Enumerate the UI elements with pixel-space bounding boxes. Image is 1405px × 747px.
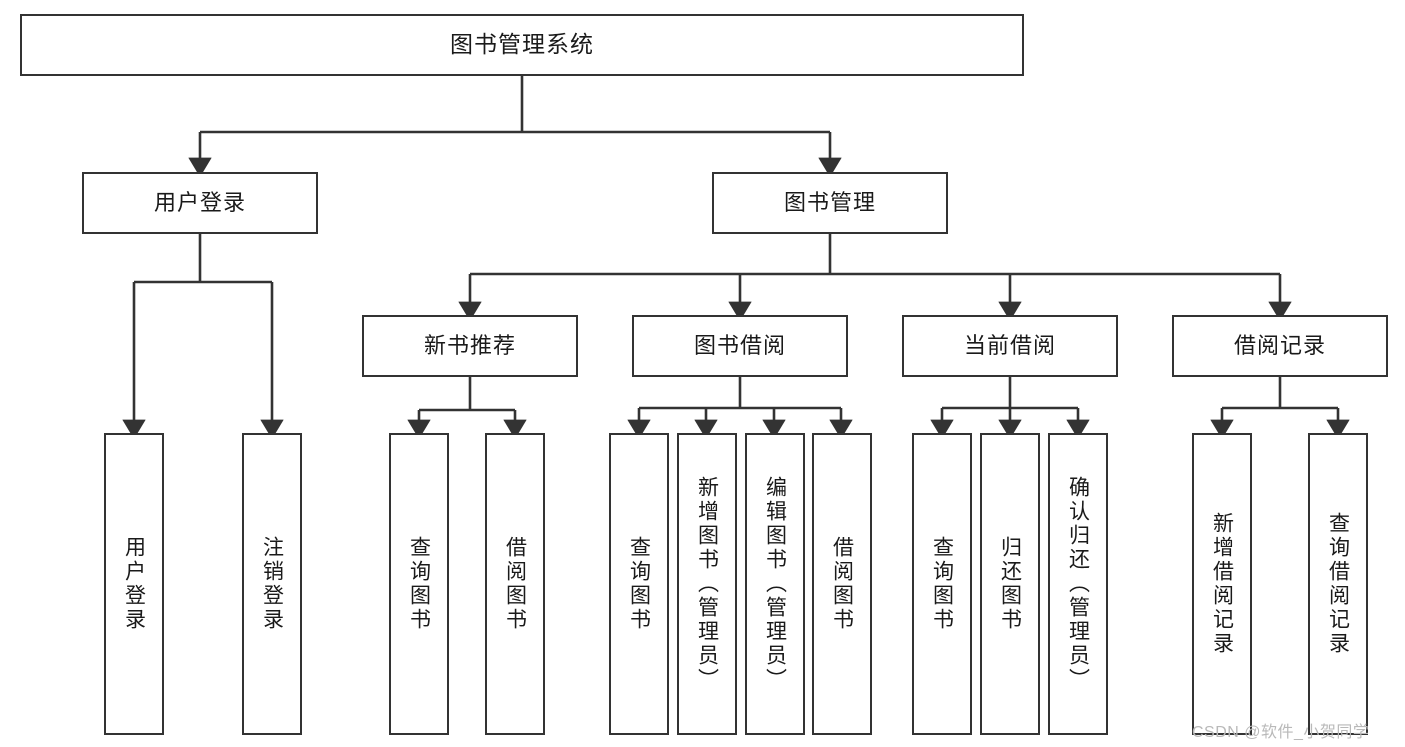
leaf-current-borrow-query-book[interactable]: 查询图书 (912, 433, 972, 735)
leaf-new-book-query-book[interactable]: 查询图书 (389, 433, 449, 735)
leaf-book-borrow-add-book-admin[interactable]: 新增图书（管理员） (677, 433, 737, 735)
leaf-current-borrow-return-book[interactable]: 归还图书 (980, 433, 1040, 735)
node-label: 借阅记录 (1233, 333, 1326, 359)
leaf-book-borrow-query-book[interactable]: 查询图书 (609, 433, 669, 735)
node-current-borrow[interactable]: 当前借阅 (902, 315, 1118, 377)
leaf-book-borrow-borrow-book[interactable]: 借阅图书 (812, 433, 872, 735)
node-label: 用户登录 (153, 190, 246, 216)
node-label: 新增借阅记录 (1210, 512, 1234, 656)
leaf-book-borrow-edit-book-admin[interactable]: 编辑图书（管理员） (745, 433, 805, 735)
node-book-management[interactable]: 图书管理 (712, 172, 948, 234)
node-label: 归还图书 (998, 536, 1022, 632)
node-borrow-record[interactable]: 借阅记录 (1172, 315, 1388, 377)
node-label: 借阅图书 (503, 536, 527, 632)
node-new-book-recommend[interactable]: 新书推荐 (362, 315, 578, 377)
node-label: 新书推荐 (423, 333, 516, 359)
node-label: 新增图书（管理员） (695, 476, 719, 692)
leaf-user-login-login[interactable]: 用户登录 (104, 433, 164, 735)
node-root-book-management-system[interactable]: 图书管理系统 (20, 14, 1024, 76)
watermark-csdn: CSDN @软件_小贺同学 (1192, 724, 1370, 741)
node-label: 编辑图书（管理员） (763, 476, 787, 692)
leaf-borrow-record-add-record[interactable]: 新增借阅记录 (1192, 433, 1252, 735)
leaf-user-login-logout[interactable]: 注销登录 (242, 433, 302, 735)
node-book-borrow[interactable]: 图书借阅 (632, 315, 848, 377)
node-label: 查询借阅记录 (1326, 512, 1350, 656)
node-label: 图书管理 (783, 190, 876, 216)
node-label: 图书借阅 (693, 333, 786, 359)
node-label: 当前借阅 (963, 333, 1056, 359)
node-label: 注销登录 (260, 536, 284, 632)
leaf-current-borrow-confirm-return-admin[interactable]: 确认归还（管理员） (1048, 433, 1108, 735)
node-label: 确认归还（管理员） (1066, 476, 1090, 692)
node-user-login[interactable]: 用户登录 (82, 172, 318, 234)
node-label: 查询图书 (930, 536, 954, 632)
node-label: 用户登录 (122, 536, 146, 632)
leaf-new-book-borrow-book[interactable]: 借阅图书 (485, 433, 545, 735)
node-label: 借阅图书 (830, 536, 854, 632)
node-label: 查询图书 (627, 536, 651, 632)
node-label: 图书管理系统 (450, 31, 594, 58)
node-label: 查询图书 (407, 536, 431, 632)
leaf-borrow-record-query-record[interactable]: 查询借阅记录 (1308, 433, 1368, 735)
